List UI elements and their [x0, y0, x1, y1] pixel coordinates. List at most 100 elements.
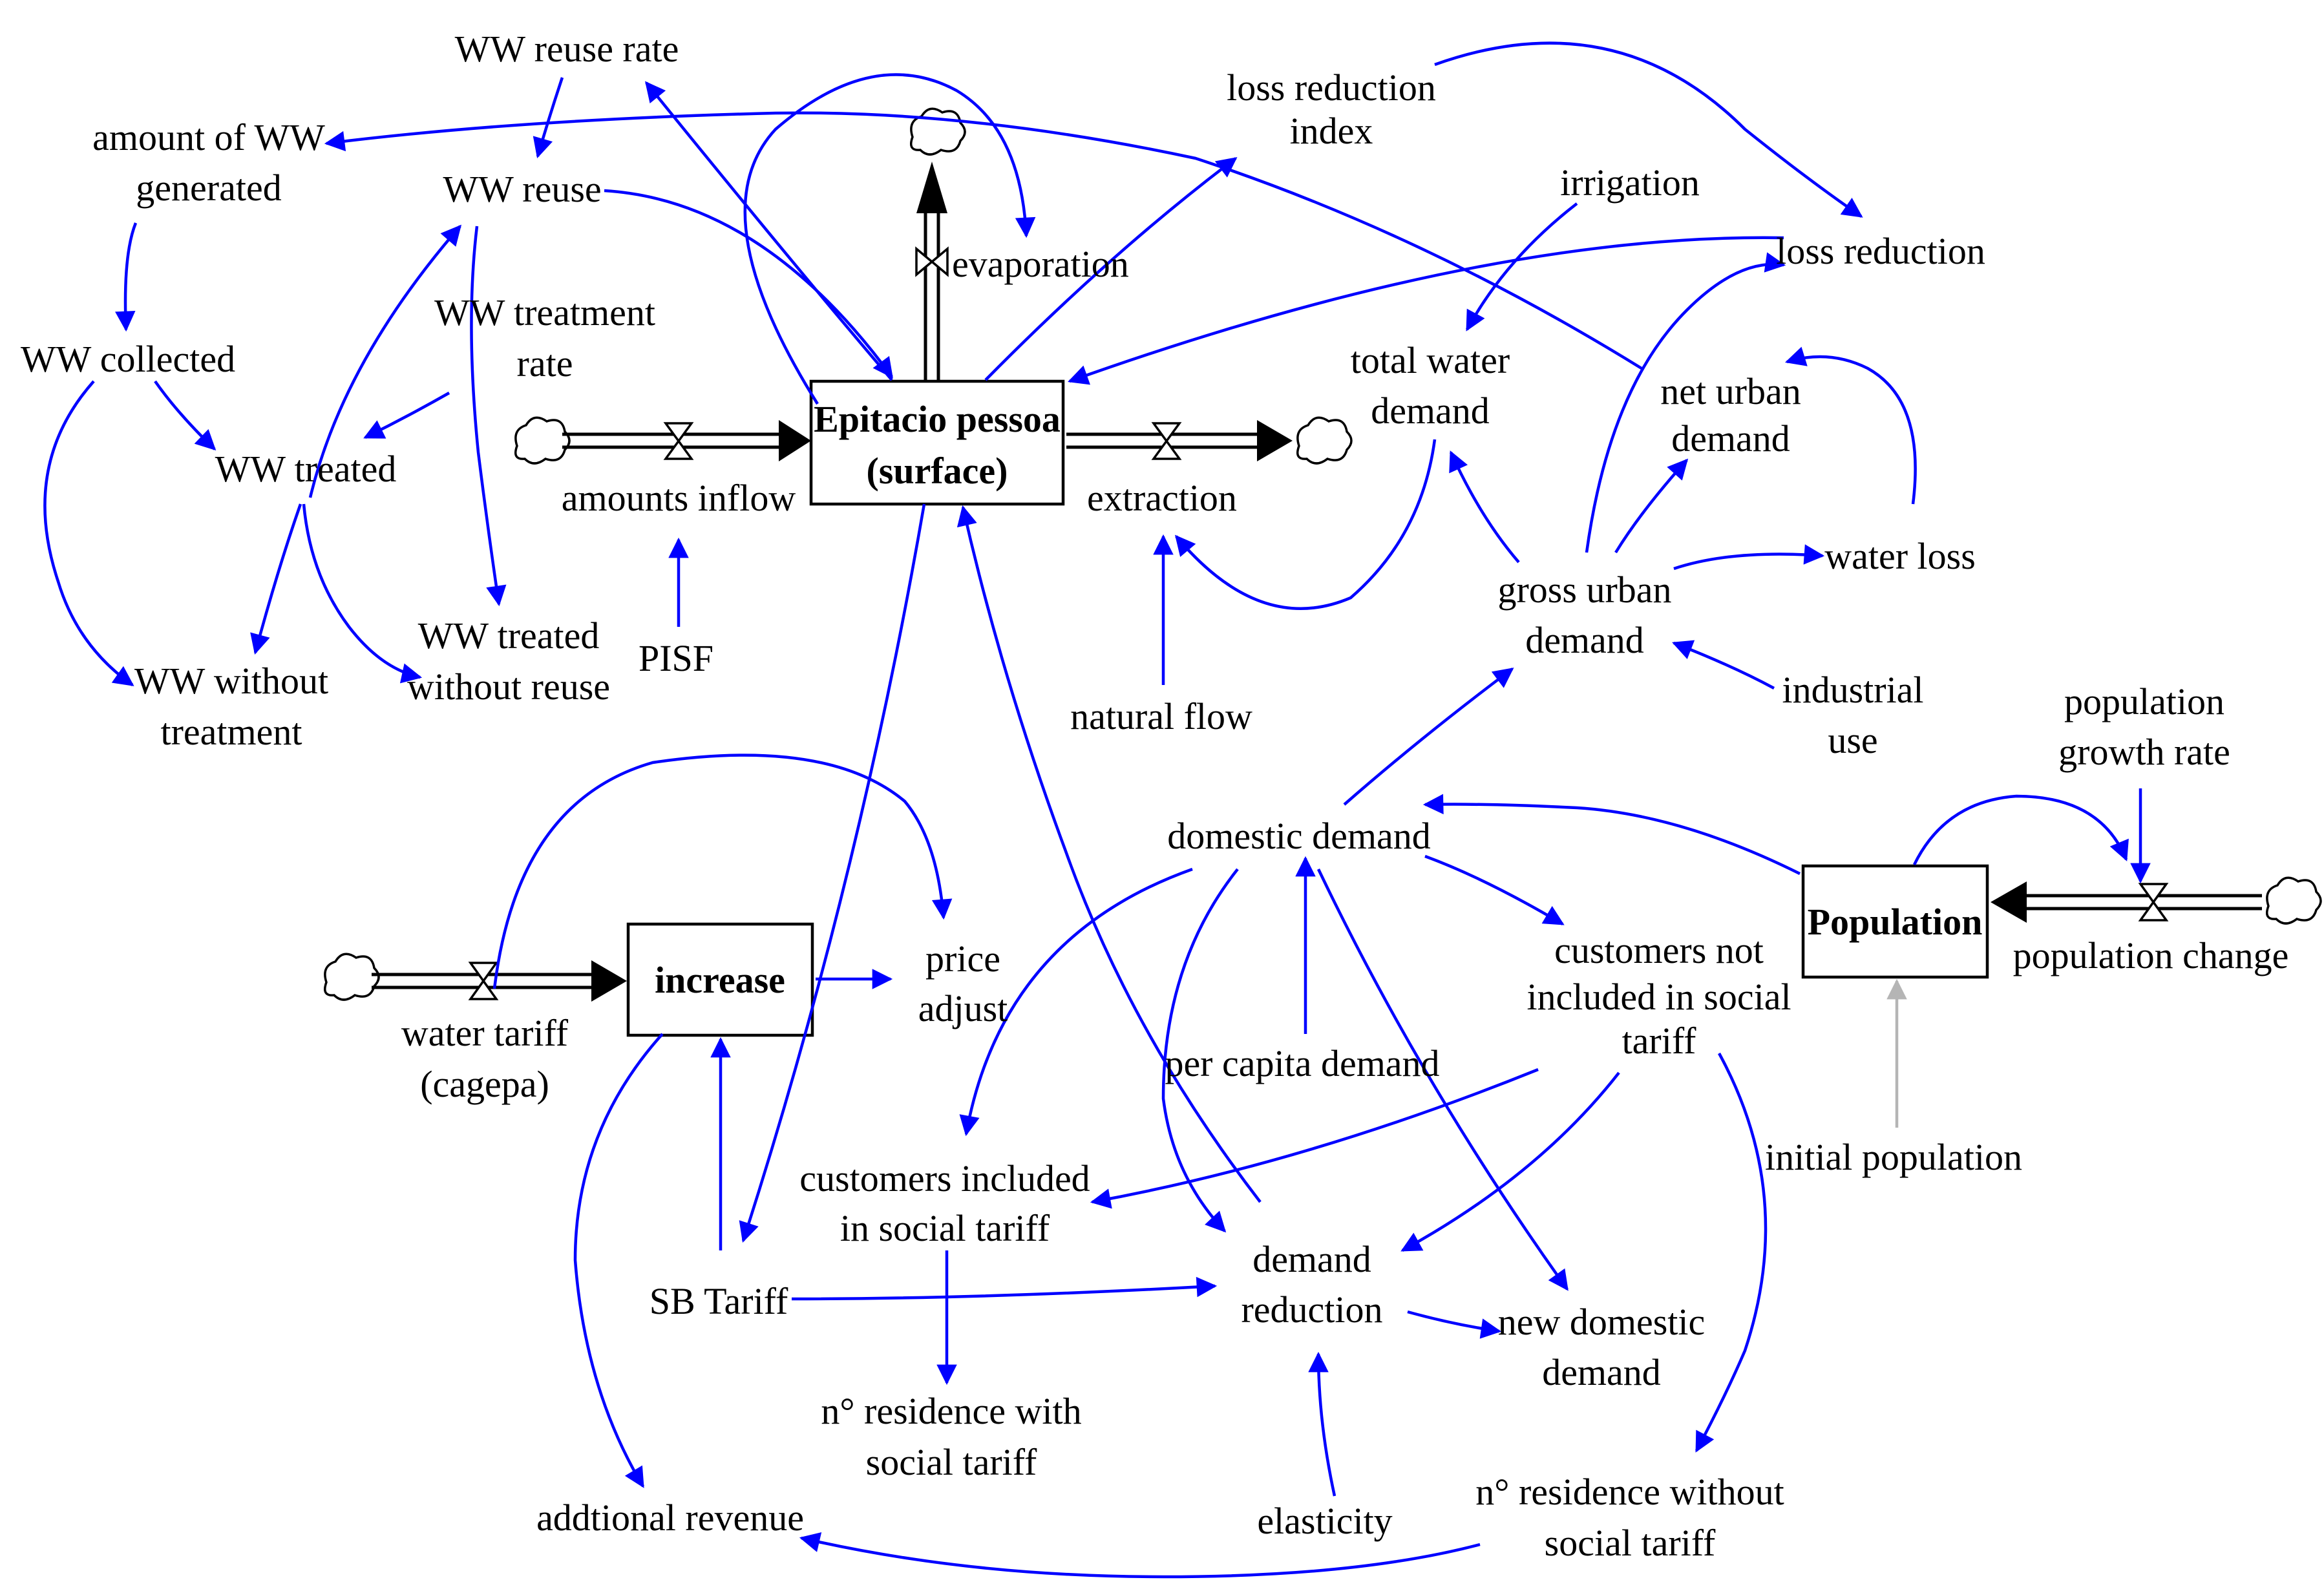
- label-domestic-demand[interactable]: domestic demand: [1167, 815, 1431, 857]
- link-stock-to-amount-ww: [324, 111, 1643, 370]
- stock-increase[interactable]: increase: [626, 922, 814, 1037]
- link-reduction-to-stock: [956, 505, 1262, 1203]
- link-loss-reduction-to-stock: [1068, 236, 1784, 385]
- extraction-arrowhead-icon: [1257, 420, 1293, 461]
- extraction-pipe: [1066, 416, 1353, 465]
- label-additional-revenue[interactable]: addtional revenue: [536, 1497, 804, 1539]
- svg-text:industrial: industrial: [1782, 669, 1923, 711]
- label-per-capita-demand[interactable]: per capita demand: [1165, 1042, 1439, 1084]
- label-pisf[interactable]: PISF: [639, 637, 713, 679]
- label-amounts-inflow[interactable]: amounts inflow: [562, 477, 796, 519]
- label-total-water-demand[interactable]: total water demand: [1351, 339, 1510, 432]
- inflow-arrowhead-icon: [779, 420, 811, 461]
- svg-text:amount of WW: amount of WW: [92, 116, 325, 158]
- label-industrial-use[interactable]: industrial use: [1782, 669, 1923, 761]
- label-ww-treated-without-reuse[interactable]: WW treated without reuse: [407, 615, 610, 708]
- label-population-growth-rate[interactable]: population growth rate: [2058, 680, 2230, 773]
- label-price-adjust[interactable]: price adjust: [918, 938, 1008, 1029]
- svg-text:population: population: [2064, 680, 2224, 722]
- label-ww-treated[interactable]: WW treated: [215, 448, 397, 490]
- stock-epitacio-label-line2: (surface): [866, 450, 1008, 492]
- link-treated-to-without-reuse: [302, 503, 423, 684]
- svg-text:generated: generated: [136, 167, 281, 209]
- label-evaporation[interactable]: evaporation: [952, 243, 1129, 285]
- link-tariff-to-price-adjust-loop: [492, 753, 953, 989]
- cloud-evaporation-icon: [910, 107, 966, 156]
- label-sb-tariff[interactable]: SB Tariff: [650, 1280, 788, 1322]
- label-ww-treatment-rate[interactable]: WW treatment rate: [434, 291, 655, 385]
- link-customers-not-to-reduction: [1400, 1071, 1620, 1252]
- label-loss-reduction-index[interactable]: loss reduction index: [1227, 67, 1436, 152]
- link-gross-to-total-demand: [1449, 450, 1520, 564]
- label-elasticity[interactable]: elasticity: [1257, 1500, 1392, 1542]
- label-customers-not-included[interactable]: customers not included in social tariff: [1526, 929, 1791, 1062]
- label-net-urban-demand[interactable]: net urban demand: [1660, 370, 1801, 459]
- link-domestic-to-demand-reduction: [1161, 868, 1239, 1233]
- link-collected-to-treated: [154, 380, 217, 451]
- label-customers-included[interactable]: customers included in social tariff: [799, 1157, 1090, 1249]
- cloud-tariff-source-icon: [324, 953, 380, 1001]
- link-loss-to-net-urban: [1784, 346, 1917, 505]
- label-irrigation[interactable]: irrigation: [1560, 162, 1700, 204]
- label-ww-without-treatment[interactable]: WW without treatment: [134, 660, 328, 753]
- population-arrowhead-icon: [1991, 881, 2027, 923]
- link-stock-to-evaporation-loop: [743, 73, 1036, 405]
- link-sb-tariff-to-reduction: [791, 1276, 1218, 1301]
- link-stock-to-reuse-rate: [645, 81, 893, 381]
- label-extraction[interactable]: extraction: [1087, 477, 1237, 519]
- link-population-to-domestic: [1422, 794, 1801, 876]
- svg-text:without reuse: without reuse: [407, 666, 610, 708]
- label-natural-flow[interactable]: natural flow: [1070, 695, 1252, 737]
- variable-labels: WW reuse rate amount of WW generated WW …: [21, 28, 2289, 1564]
- svg-text:gross urban: gross urban: [1497, 569, 1671, 611]
- link-treatment-rate-to-treated: [363, 392, 450, 439]
- link-gross-to-net-urban: [1614, 458, 1689, 554]
- svg-text:net urban: net urban: [1660, 370, 1801, 412]
- svg-text:loss reduction: loss reduction: [1227, 67, 1436, 109]
- label-amount-ww-generated[interactable]: amount of WW generated: [92, 116, 325, 209]
- stock-increase-label: increase: [655, 959, 785, 1001]
- tariff-valve-icon: [468, 962, 499, 1000]
- link-increase-to-additional-revenue: [573, 1033, 664, 1488]
- label-demand-reduction[interactable]: demand reduction: [1241, 1238, 1382, 1331]
- svg-text:tariff: tariff: [1622, 1020, 1697, 1062]
- label-loss-reduction[interactable]: loss reduction: [1776, 230, 1985, 272]
- link-gross-to-loss-reduction: [1585, 252, 1786, 553]
- label-residence-with-social-tariff[interactable]: n° residence with social tariff: [821, 1390, 1081, 1483]
- label-gross-urban-demand[interactable]: gross urban demand: [1497, 569, 1671, 661]
- svg-text:index: index: [1290, 110, 1373, 152]
- svg-text:n° residence with: n° residence with: [821, 1390, 1081, 1432]
- link-customers-not-to-without: [1695, 1052, 1768, 1453]
- amounts-inflow-pipe: [514, 416, 811, 465]
- stock-epitacio-pessoa[interactable]: Epitacio pessoa (surface): [809, 379, 1065, 506]
- water-tariff-pipe: [324, 953, 627, 1002]
- label-population-change[interactable]: population change: [2013, 934, 2289, 976]
- link-gross-to-water-loss: [1673, 544, 1825, 571]
- label-water-tariff-cagepa[interactable]: water tariff (cagepa): [401, 1012, 569, 1105]
- link-reuse-to-without-reuse: [470, 226, 507, 607]
- stock-epitacio-label-line1: Epitacio pessoa: [814, 398, 1061, 440]
- label-ww-reuse-rate[interactable]: WW reuse rate: [455, 28, 679, 70]
- link-reduction-to-new-demand: [1407, 1310, 1502, 1339]
- label-new-domestic-demand[interactable]: new domestic demand: [1498, 1301, 1706, 1393]
- link-customers-not-to-included: [1090, 1068, 1539, 1209]
- link-domestic-to-customers-not: [1424, 854, 1565, 925]
- link-stock-to-loss-reduction-index: [984, 157, 1238, 381]
- link-total-demand-to-extraction: [1174, 439, 1437, 610]
- svg-text:n° residence without: n° residence without: [1475, 1471, 1784, 1513]
- svg-text:WW without: WW without: [134, 660, 328, 702]
- svg-text:social tariff: social tariff: [1545, 1522, 1716, 1564]
- svg-text:growth rate: growth rate: [2058, 731, 2230, 773]
- svg-text:demand: demand: [1542, 1351, 1661, 1393]
- label-initial-population[interactable]: initial population: [1765, 1136, 2022, 1178]
- stock-population[interactable]: Population: [1801, 864, 1989, 979]
- svg-text:(cagepa): (cagepa): [420, 1063, 549, 1105]
- label-ww-collected[interactable]: WW collected: [21, 338, 235, 380]
- svg-text:reduction: reduction: [1241, 1289, 1382, 1331]
- population-valve-icon: [2138, 883, 2169, 922]
- stock-population-label: Population: [1808, 901, 1983, 943]
- label-residence-without-social-tariff[interactable]: n° residence without social tariff: [1475, 1471, 1784, 1564]
- label-ww-reuse[interactable]: WW reuse: [443, 168, 601, 210]
- label-water-loss[interactable]: water loss: [1824, 535, 1976, 577]
